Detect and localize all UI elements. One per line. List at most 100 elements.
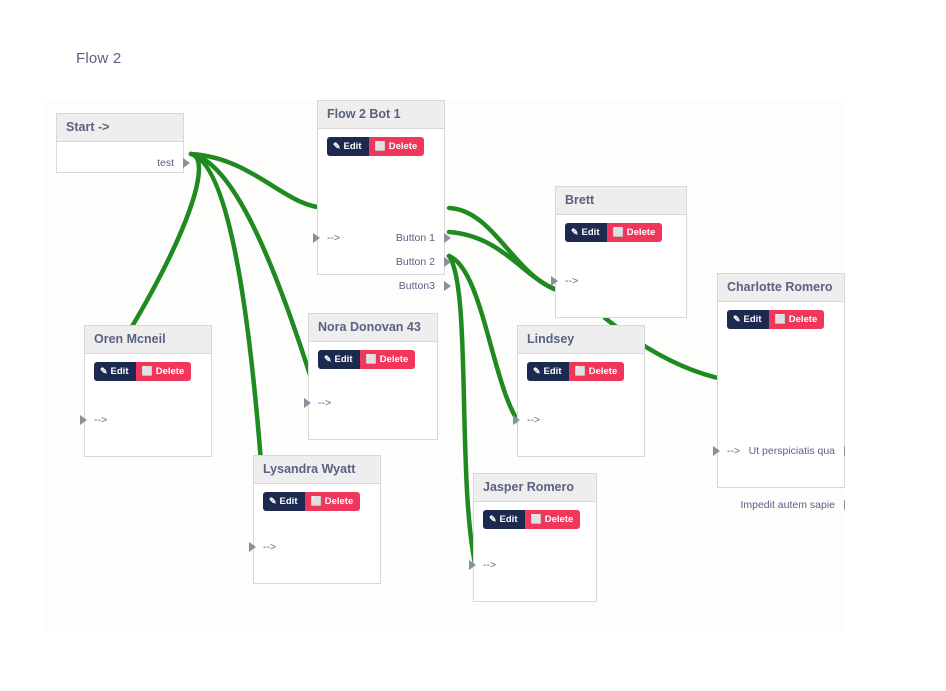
edit-button[interactable]: ✎Edit xyxy=(263,492,305,511)
flow-node-start[interactable]: Start ->test xyxy=(56,113,190,173)
node-input-port-label: --> xyxy=(318,397,332,409)
trash-icon: ⬜ xyxy=(374,141,386,151)
flow-node-jasper[interactable]: Jasper Romero✎Edit⬜Delete--> xyxy=(469,473,597,602)
edit-button[interactable]: ✎Edit xyxy=(565,223,607,242)
edit-button-label: Edit xyxy=(343,141,362,152)
flow-node-brett[interactable]: Brett✎Edit⬜Delete--> xyxy=(551,186,687,318)
flow-edge[interactable] xyxy=(446,253,528,433)
delete-button[interactable]: ⬜Delete xyxy=(359,350,416,369)
node-body: ✎Edit⬜Delete--> xyxy=(304,342,437,445)
port-arrow-icon xyxy=(469,560,476,570)
node-input-port[interactable]: --> xyxy=(713,445,740,457)
node-title: Oren Mcneil xyxy=(85,326,211,354)
node-input-port-label: --> xyxy=(263,541,277,553)
delete-button[interactable]: ⬜Delete xyxy=(368,137,425,156)
flow-edge[interactable] xyxy=(446,229,566,295)
node-title: Flow 2 Bot 1 xyxy=(318,101,444,129)
delete-button-label: Delete xyxy=(379,354,409,365)
node-action-row: ✎Edit⬜Delete xyxy=(309,350,437,369)
page-title: Flow 2 xyxy=(76,50,122,67)
node-input-port[interactable]: --> xyxy=(551,275,578,287)
port-arrow-icon xyxy=(444,257,451,267)
edit-button[interactable]: ✎Edit xyxy=(94,362,136,381)
port-arrow-icon xyxy=(444,233,451,243)
flow-header-panel: Flow 2 xyxy=(45,29,845,100)
delete-button[interactable]: ⬜Delete xyxy=(304,492,361,511)
edit-button-label: Edit xyxy=(543,366,562,377)
node-action-row: ✎Edit⬜Delete xyxy=(556,223,686,242)
node-input-port[interactable]: --> xyxy=(249,541,277,553)
node-output-port-label: Button 2 xyxy=(395,256,435,268)
node-input-port-label: --> xyxy=(483,559,497,571)
node-action-row: ✎Edit⬜Delete xyxy=(718,310,844,329)
delete-button-label: Delete xyxy=(544,514,574,525)
pencil-square-icon: ✎ xyxy=(533,366,541,376)
port-arrow-icon xyxy=(551,276,558,286)
trash-icon: ⬜ xyxy=(365,354,377,364)
node-input-port[interactable]: --> xyxy=(80,414,108,426)
flow-edge[interactable] xyxy=(188,151,330,211)
node-input-port[interactable]: --> xyxy=(469,559,497,571)
delete-button-label: Delete xyxy=(388,141,418,152)
edit-button[interactable]: ✎Edit xyxy=(327,137,369,156)
port-arrow-icon xyxy=(313,233,320,243)
port-arrow-icon xyxy=(183,158,190,168)
delete-button[interactable]: ⬜Delete xyxy=(606,223,663,242)
node-output-port-label: test xyxy=(157,157,174,169)
port-arrow-icon xyxy=(844,446,845,456)
node-output-port-label: Button 1 xyxy=(395,232,435,244)
edit-button-label: Edit xyxy=(743,314,762,325)
delete-button-label: Delete xyxy=(155,366,185,377)
delete-button[interactable]: ⬜Delete xyxy=(524,510,581,529)
delete-button[interactable]: ⬜Delete xyxy=(135,362,192,381)
node-output-port[interactable]: Ut perspiciatis qua xyxy=(748,445,845,459)
delete-button-label: Delete xyxy=(788,314,818,325)
port-arrow-icon xyxy=(80,415,87,425)
edit-button[interactable]: ✎Edit xyxy=(727,310,769,329)
node-output-port[interactable]: Button3 xyxy=(398,280,451,292)
delete-button-label: Delete xyxy=(588,366,618,377)
pencil-square-icon: ✎ xyxy=(100,366,108,376)
edit-button[interactable]: ✎Edit xyxy=(527,362,569,381)
flow-node-nora[interactable]: Nora Donovan 43✎Edit⬜Delete--> xyxy=(304,313,438,440)
node-output-port-label: Ut perspiciatis qua xyxy=(748,445,835,457)
node-action-row: ✎Edit⬜Delete xyxy=(474,510,596,529)
delete-button-label: Delete xyxy=(324,496,354,507)
delete-button[interactable]: ⬜Delete xyxy=(568,362,625,381)
edit-button[interactable]: ✎Edit xyxy=(318,350,360,369)
delete-button[interactable]: ⬜Delete xyxy=(768,310,825,329)
node-output-port-label: Impedit autem sapie xyxy=(740,499,835,511)
node-title: Lysandra Wyatt xyxy=(254,456,380,484)
pencil-square-icon: ✎ xyxy=(489,514,497,524)
node-action-row: ✎Edit⬜Delete xyxy=(85,362,211,381)
node-input-port-label: --> xyxy=(94,414,108,426)
flow-node-charlotte[interactable]: Charlotte Romero ✎Edit⬜Delete --> Ut perspi… xyxy=(713,273,845,511)
node-output-port[interactable]: test xyxy=(157,157,190,169)
node-input-port-label: --> xyxy=(327,232,341,244)
node-input-port[interactable]: --> xyxy=(304,397,332,409)
node-output-port[interactable]: Button 1 xyxy=(395,232,451,244)
trash-icon: ⬜ xyxy=(574,366,586,376)
port-arrow-icon xyxy=(513,415,520,425)
port-arrow-icon xyxy=(444,281,451,291)
node-input-port[interactable]: --> xyxy=(513,414,540,426)
node-output-port[interactable]: Impedit autem sapie xyxy=(740,499,845,513)
node-input-port[interactable]: --> xyxy=(313,232,341,244)
edit-button[interactable]: ✎Edit xyxy=(483,510,525,529)
node-body: ✎Edit⬜Delete --> xyxy=(469,502,596,607)
node-title: Charlotte Romero xyxy=(718,274,844,302)
node-output-port-label: Button3 xyxy=(398,280,435,292)
node-body: ✎Edit⬜Delete --> xyxy=(249,484,380,589)
node-output-port[interactable]: Button 2 xyxy=(395,256,451,268)
flow-node-oren[interactable]: Oren Mcneil✎Edit⬜Delete--> xyxy=(80,325,212,457)
flow-node-lindsey[interactable]: Lindsey✎Edit⬜Delete--> xyxy=(513,325,645,457)
edit-button-label: Edit xyxy=(581,227,600,238)
flow-edge[interactable] xyxy=(446,205,566,295)
node-body: ✎Edit⬜Delete--> xyxy=(80,354,211,462)
flow-node-lysandra[interactable]: Lysandra Wyatt ✎Edit⬜Delete --> xyxy=(249,455,381,584)
edit-button-label: Edit xyxy=(110,366,129,377)
